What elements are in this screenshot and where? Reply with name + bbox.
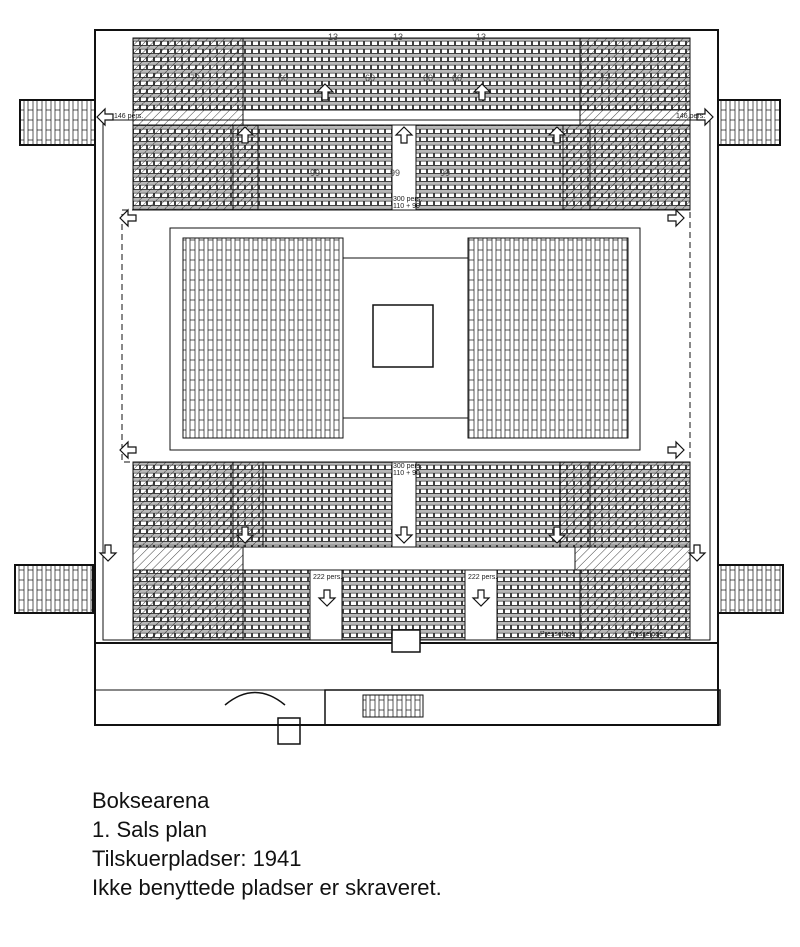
caption-capacity: Tilskuerpladser: 1941	[92, 846, 302, 871]
label-exit-146: 146 pers.	[114, 113, 143, 120]
label-rows-13: 13	[393, 32, 403, 42]
exit-arrow-icon	[696, 107, 714, 127]
exit-arrow-icon	[98, 544, 118, 562]
upper-seating	[132, 37, 691, 211]
lower-seating	[132, 461, 691, 653]
stair-tower-bottom-left	[14, 564, 94, 614]
label-seats-60: 60	[365, 73, 375, 83]
exit-arrow-icon	[394, 526, 414, 544]
label-rows-13: 13	[328, 32, 338, 42]
exit-arrows	[96, 83, 714, 607]
stair-tower-top-right	[717, 99, 781, 146]
label-rows-13: 13	[476, 32, 486, 42]
central-court	[121, 209, 691, 463]
caption-floor: 1. Sals plan	[92, 817, 207, 842]
plan-caption: Boksearena 1. Sals plan Tilskuerpladser:…	[92, 786, 442, 902]
exit-arrow-icon	[687, 544, 707, 562]
label-exit-222: 222 pers.	[313, 574, 342, 581]
exit-arrow-icon	[315, 83, 335, 101]
exit-arrow-icon	[667, 208, 685, 228]
exit-arrow-icon	[667, 440, 685, 460]
floor-plan: 13 13 13 60 60 60 60 72 72 99 99 99 146 …	[14, 29, 784, 745]
label-seats-99: 99	[390, 168, 400, 178]
label-seats-60: 60	[423, 73, 433, 83]
label-exit-300-sub: 110 + 90	[393, 470, 420, 477]
label-exit-300-sub: 110 + 90	[393, 203, 420, 210]
exit-arrow-icon	[235, 126, 255, 144]
exit-arrow-icon	[472, 83, 492, 101]
label-exit-222: 222 pers.	[468, 574, 497, 581]
exit-arrow-icon	[547, 126, 567, 144]
caption-note: Ikke benyttede pladser er skraveret.	[92, 875, 442, 900]
stair-tower-bottom-right	[717, 564, 784, 614]
exit-arrow-icon	[96, 107, 114, 127]
label-exit-146: 146 pers.	[676, 113, 705, 120]
stair-tower-top-left	[19, 99, 96, 146]
label-seats-99: 99	[440, 168, 450, 178]
label-exit-300: 300 pers.	[393, 196, 422, 203]
plan-labels: 13 13 13 60 60 60 60 72 72 99 99 99 146 …	[114, 32, 705, 638]
exit-arrow-icon	[547, 526, 567, 544]
exit-arrow-icon	[317, 589, 337, 607]
label-seats-60: 60	[452, 73, 462, 83]
label-seats-99: 99	[310, 168, 320, 178]
label-seats-72: 72	[600, 73, 610, 83]
caption-title: Boksearena	[92, 788, 210, 813]
label-exit-300: 300 pers.	[393, 463, 422, 470]
label-press-box: Presseloge	[628, 631, 663, 638]
exit-arrow-icon	[471, 589, 491, 607]
label-seats-72: 72	[190, 73, 200, 83]
exit-arrow-icon	[119, 208, 137, 228]
exit-arrow-icon	[235, 526, 255, 544]
exit-arrow-icon	[119, 440, 137, 460]
label-press-box: Presseloge	[540, 631, 575, 638]
label-seats-60: 60	[278, 73, 288, 83]
exit-arrow-icon	[394, 126, 414, 144]
